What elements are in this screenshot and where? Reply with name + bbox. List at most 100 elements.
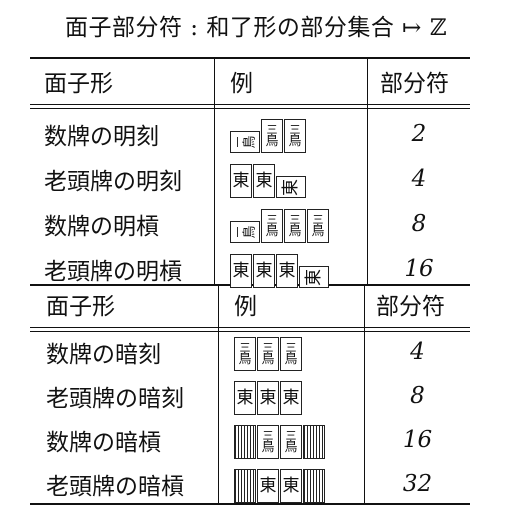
tile-group: 東東 (234, 467, 325, 503)
tile-group: 一鳥三鳥三鳥三鳥 (230, 207, 329, 243)
tile-face: 東 (303, 268, 324, 286)
tile-face-top: 三 (266, 213, 278, 226)
tile-face-top: 三 (262, 341, 274, 354)
header-double-rule (30, 331, 470, 332)
tile-face-bottom: 鳥 (288, 134, 302, 149)
mahjong-tile: 一鳥 (230, 131, 260, 153)
tile-face-bottom: 鳥 (311, 224, 325, 239)
mahjong-tile: 三鳥 (284, 209, 306, 243)
tile-face-bottom: 鳥 (242, 135, 258, 149)
tile-face-bottom: 鳥 (288, 224, 302, 239)
mahjong-tile: 三鳥 (280, 337, 302, 371)
header-example: 例 (234, 294, 257, 320)
tile-face: 東 (232, 170, 250, 191)
mahjong-tile: 東 (276, 254, 298, 288)
header-rule (30, 104, 470, 105)
tile-face-top: 三 (266, 123, 278, 136)
tile-group: 東東東 (234, 379, 302, 415)
header-fu: 部分符 (380, 71, 449, 97)
mahjong-tile: 三鳥 (280, 425, 302, 459)
tile-face: 東 (232, 260, 250, 281)
mahjong-tile: 三鳥 (307, 209, 329, 243)
fu-value: 2 (411, 121, 427, 147)
row-label: 数牌の明刻 (44, 124, 159, 150)
mahjong-tile: 東 (230, 254, 252, 288)
mahjong-tile: 東 (280, 469, 302, 503)
tile-face-bottom: 鳥 (265, 224, 279, 239)
tile-face-top: 三 (285, 429, 297, 442)
tile-face: 東 (259, 475, 277, 496)
tile-face: 東 (259, 387, 277, 408)
fu-value: 32 (402, 471, 433, 497)
fu-value: 16 (402, 427, 433, 453)
tile-group: 三鳥三鳥三鳥 (234, 335, 302, 371)
mahjong-tile-back (303, 425, 325, 459)
mahjong-tile: 東 (253, 164, 275, 198)
mahjong-tile-back (234, 469, 256, 503)
tile-face: 東 (282, 387, 300, 408)
mahjong-tile: 三鳥 (234, 337, 256, 371)
fu-value: 4 (410, 339, 425, 365)
tile-face-bottom: 鳥 (238, 352, 252, 367)
header-example: 例 (230, 71, 253, 97)
mahjong-tile: 三鳥 (261, 119, 283, 153)
tile-face-bottom: 鳥 (265, 134, 279, 149)
table-bottom-rule (30, 503, 470, 505)
tile-face: 東 (280, 178, 301, 196)
tile-face-top: 三 (285, 341, 297, 354)
row-label: 数牌の明槓 (44, 214, 159, 240)
mahjong-tile: 一鳥 (230, 221, 260, 243)
column-divider (214, 58, 215, 284)
mahjong-tile: 東 (234, 381, 256, 415)
row-label: 数牌の暗刻 (46, 342, 161, 368)
tile-face-top: 三 (312, 213, 324, 226)
column-divider (218, 286, 219, 504)
fu-value: 16 (404, 256, 434, 282)
tile-face: 東 (255, 170, 273, 191)
tile-group: 三鳥三鳥 (234, 423, 325, 459)
row-label: 老頭牌の暗刻 (46, 386, 184, 412)
mahjong-tile: 東 (299, 266, 329, 288)
mahjong-tile: 東 (257, 381, 279, 415)
mahjong-tile: 東 (230, 164, 252, 198)
mahjong-tile: 三鳥 (257, 425, 279, 459)
tile-face-top: 三 (239, 341, 251, 354)
mahjong-tile: 東 (280, 381, 302, 415)
fu-value: 8 (411, 211, 427, 237)
tile-face: 東 (236, 387, 254, 408)
tile-face-top: 三 (289, 213, 301, 226)
row-label: 老頭牌の暗槓 (46, 474, 184, 500)
tile-face-bottom: 鳥 (261, 352, 275, 367)
row-label: 老頭牌の明刻 (44, 169, 182, 195)
mahjong-tile: 三鳥 (284, 119, 306, 153)
column-divider (367, 58, 368, 284)
header-rule (30, 327, 470, 328)
tile-face-bottom: 鳥 (261, 440, 275, 455)
mahjong-tile: 東 (257, 469, 279, 503)
tile-face-bottom: 鳥 (242, 225, 258, 239)
mahjong-tile-back (234, 425, 256, 459)
table-top-rule (30, 57, 470, 59)
tile-face: 東 (255, 260, 273, 281)
mahjong-tile-back (303, 469, 325, 503)
tile-face: 東 (282, 475, 300, 496)
fu-value: 8 (410, 383, 425, 409)
header-fu: 部分符 (376, 294, 445, 320)
column-divider (364, 286, 365, 504)
tile-face-bottom: 鳥 (284, 440, 298, 455)
header-form: 面子形 (44, 71, 113, 97)
mahjong-tile: 三鳥 (257, 337, 279, 371)
mahjong-tile: 東 (253, 254, 275, 288)
page-title: 面子部分符 : 和了形の部分集合 ↦ ℤ (64, 15, 448, 41)
tile-face-top: 三 (289, 123, 301, 136)
fu-value: 4 (411, 166, 427, 192)
row-label: 老頭牌の明槓 (44, 259, 182, 285)
mahjong-tile: 三鳥 (261, 209, 283, 243)
tile-group: 東東東東 (230, 252, 329, 288)
mahjong-tile: 東 (276, 176, 306, 198)
tile-face: 東 (278, 260, 296, 281)
tile-group: 東東東 (230, 162, 306, 198)
header-double-rule (30, 108, 470, 109)
row-label: 数牌の暗槓 (46, 430, 161, 456)
tile-group: 一鳥三鳥三鳥 (230, 117, 306, 153)
